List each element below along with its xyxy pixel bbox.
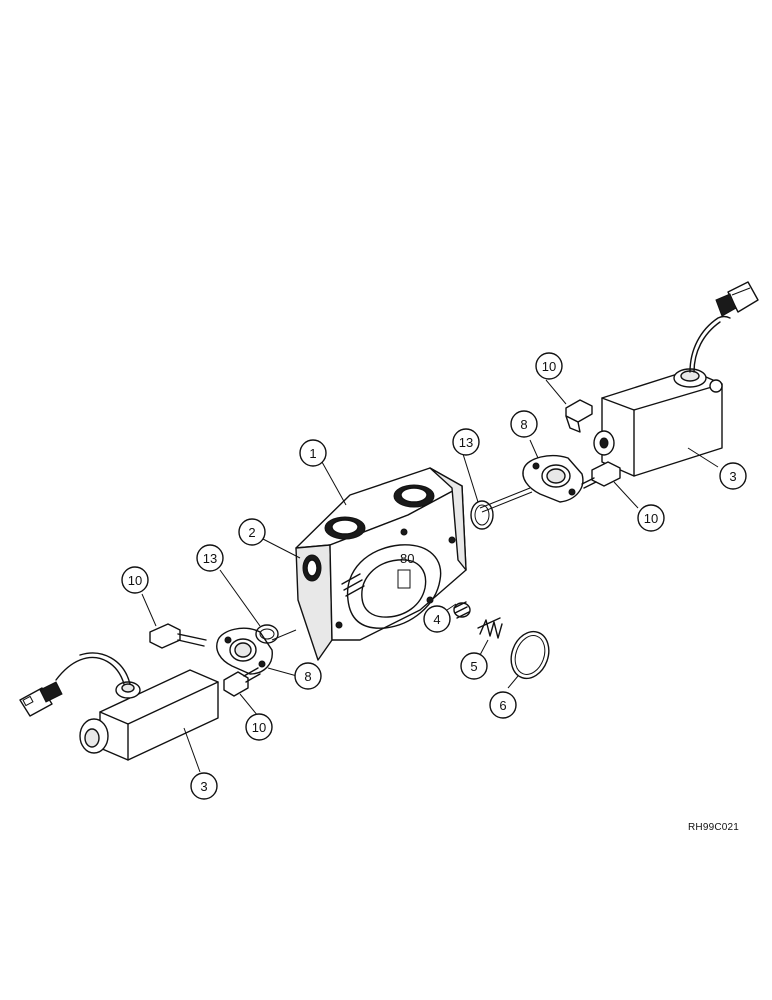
bolt-lower-right (581, 461, 621, 489)
o-ring-left (255, 624, 279, 644)
bolt-upper-right (565, 399, 593, 433)
solenoid-right (593, 281, 759, 477)
callout-10-lower-left: 10 (245, 713, 273, 741)
svg-text:10: 10 (128, 573, 142, 588)
callout-5: 5 (460, 652, 488, 680)
callout-10-lower-right: 10 (637, 504, 665, 532)
svg-text:4: 4 (433, 612, 440, 627)
callout-4: 4 (423, 605, 451, 633)
callout-2: 2 (238, 518, 266, 546)
drawing-code: RH99C021 (688, 822, 740, 833)
callout-1: 1 (299, 439, 327, 467)
callout-8-right: 8 (510, 410, 538, 438)
plug (453, 601, 471, 619)
callout-10-upper-right: 10 (535, 352, 563, 380)
o-ring-right (470, 500, 494, 530)
svg-text:10: 10 (252, 720, 266, 735)
retaining-ring (510, 630, 550, 680)
flange-right (522, 454, 584, 503)
svg-text:3: 3 (200, 779, 207, 794)
callout-6: 6 (489, 691, 517, 719)
callout-3-left: 3 (190, 772, 218, 800)
svg-text:1: 1 (309, 446, 316, 461)
svg-text:80: 80 (400, 551, 414, 566)
svg-text:6: 6 (499, 698, 506, 713)
bolt-upper-left (149, 623, 207, 649)
svg-text:10: 10 (542, 359, 556, 374)
svg-text:13: 13 (203, 551, 217, 566)
flange-left (216, 627, 273, 675)
svg-text:3: 3 (729, 469, 736, 484)
leader-lines (141, 379, 719, 773)
svg-text:10: 10 (644, 511, 658, 526)
valve-body: 80 (295, 467, 467, 661)
callout-13-left: 13 (196, 544, 224, 572)
bolt-lower-left (223, 667, 261, 697)
callout-13-right: 13 (452, 428, 480, 456)
svg-text:2: 2 (248, 525, 255, 540)
svg-text:8: 8 (520, 417, 527, 432)
svg-text:5: 5 (470, 659, 477, 674)
callout-10-upper-left: 10 (121, 566, 149, 594)
svg-text:13: 13 (459, 435, 473, 450)
solenoid-left (19, 652, 219, 761)
spring (477, 617, 503, 639)
svg-text:8: 8 (304, 669, 311, 684)
callout-8-left: 8 (294, 662, 322, 690)
callout-3-right: 3 (719, 462, 747, 490)
